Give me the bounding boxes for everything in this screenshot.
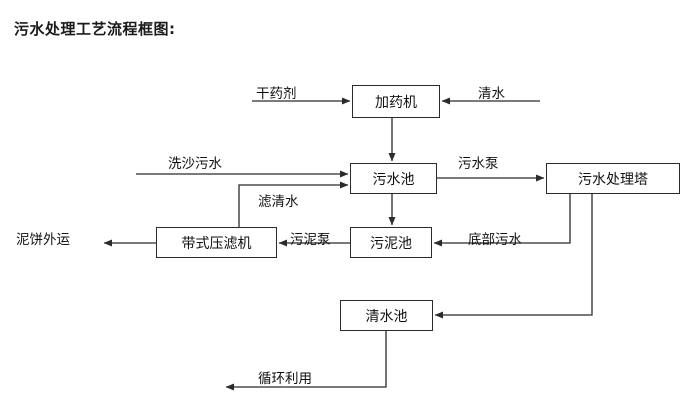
edge-bottom-sewage [433,194,571,247]
edge-label-filtrate-text: 滤清水 [258,194,299,210]
node-sludge-pool[interactable]: 污泥池 [350,227,432,258]
node-belt-filter-press-label: 带式压滤机 [181,235,252,252]
edge-label-bottom-sewage-text: 底部污水 [468,232,522,248]
node-clear-water-pool-label: 清水池 [365,308,408,325]
terminal-clean-water-label: 清水 [478,86,505,102]
edge-label-sewage-pump-text: 污水泵 [458,156,499,172]
node-dosing-machine[interactable]: 加药机 [352,85,440,118]
edge-recycle-reuse [225,331,387,391]
node-wastewater-pool[interactable]: 污水池 [350,163,437,194]
node-belt-filter-press[interactable]: 带式压滤机 [156,227,277,258]
node-treatment-tower-label: 污水处理塔 [578,171,648,188]
node-sludge-pool-label: 污泥池 [370,235,412,252]
node-clear-water-pool[interactable]: 清水池 [340,300,433,331]
edge-label-sludge-pump-text: 污泥泵 [290,232,331,248]
terminal-mud-cake-outbound-label: 泥饼外运 [16,232,70,248]
edge-label-recycle-reuse: 循环利用 [258,367,312,387]
edge-tower-to-clearwater [434,194,593,319]
edge-label-sewage-pump: 污水泵 [458,152,499,172]
page-title: 污水处理工艺流程框图: [14,20,176,38]
edge-label-filtrate: 滤清水 [258,190,299,210]
edge-label-recycle-reuse-text: 循环利用 [258,371,312,387]
node-treatment-tower[interactable]: 污水处理塔 [546,163,680,194]
terminal-dry-chemical-label: 干药剂 [256,86,297,102]
edge-label-sludge-pump: 污泥泵 [290,228,331,248]
edge-filtrate [238,181,349,227]
terminal-mud-cake-outbound: 泥饼外运 [16,228,70,248]
terminal-clean-water: 清水 [478,82,505,102]
node-dosing-machine-label: 加药机 [375,94,417,111]
terminal-sand-wash-water: 洗沙污水 [168,152,222,172]
terminal-dry-chemical: 干药剂 [256,82,297,102]
edge-label-bottom-sewage: 底部污水 [468,228,522,248]
terminal-sand-wash-water-label: 洗沙污水 [168,156,222,172]
node-wastewater-pool-label: 污水池 [372,171,415,188]
